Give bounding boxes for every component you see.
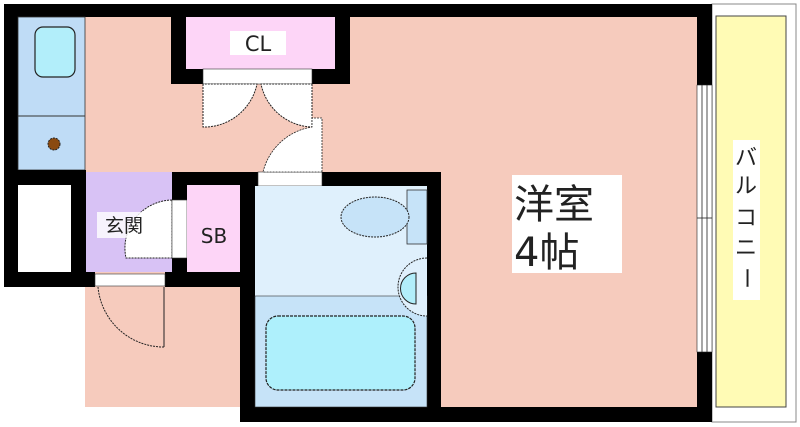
interior-wall bbox=[427, 172, 441, 422]
stove-icon bbox=[47, 137, 61, 151]
interior-wall bbox=[4, 272, 95, 287]
shoebox-door bbox=[171, 199, 188, 259]
balcony-char: ニ bbox=[735, 236, 757, 261]
interior-wall bbox=[240, 172, 255, 422]
balcony-char: ー bbox=[733, 267, 758, 289]
toilet-icon bbox=[340, 196, 410, 238]
room-size-label: 4帖 bbox=[514, 230, 579, 276]
balcony-char: ル bbox=[735, 174, 757, 199]
entry-door-icon bbox=[97, 286, 165, 348]
entry-door-opening bbox=[94, 273, 166, 287]
bath-door-icon bbox=[262, 117, 323, 173]
storage bbox=[18, 185, 71, 272]
balcony-window[interactable] bbox=[696, 84, 713, 353]
bathtub-icon bbox=[265, 315, 416, 391]
room-label-bg bbox=[512, 175, 622, 273]
balcony-label: バ ル コ ニ ー bbox=[733, 146, 758, 289]
closet-door-right-icon bbox=[260, 83, 313, 128]
washbasin-bowl-icon bbox=[400, 272, 417, 305]
shoe-box-label: SB bbox=[201, 224, 227, 248]
toilet-tank-icon bbox=[406, 189, 428, 245]
room-name-label: 洋室 bbox=[514, 182, 594, 228]
outer-wall-top bbox=[4, 4, 712, 18]
bath-door-opening bbox=[257, 171, 323, 187]
interior-wall bbox=[165, 272, 255, 287]
entrance-label: 玄関 bbox=[105, 215, 143, 237]
sink-icon bbox=[34, 26, 76, 78]
outer-wall-bottom bbox=[240, 407, 712, 422]
closet-door-opening bbox=[202, 68, 313, 85]
interior-wall bbox=[172, 172, 258, 186]
balcony-label-bg bbox=[733, 140, 760, 300]
closet-label-bg bbox=[230, 31, 286, 55]
closet-label: CL bbox=[245, 32, 272, 56]
outer-wall-left bbox=[4, 4, 18, 287]
interior-wall bbox=[71, 170, 86, 287]
shoe-box bbox=[187, 185, 240, 272]
balcony-char: コ bbox=[735, 206, 757, 231]
closet-door-left-icon bbox=[202, 83, 258, 128]
interior-wall bbox=[322, 172, 441, 186]
entrance-label-bg bbox=[97, 212, 151, 238]
balcony-char: バ bbox=[735, 146, 757, 171]
interior-wall bbox=[4, 170, 86, 185]
